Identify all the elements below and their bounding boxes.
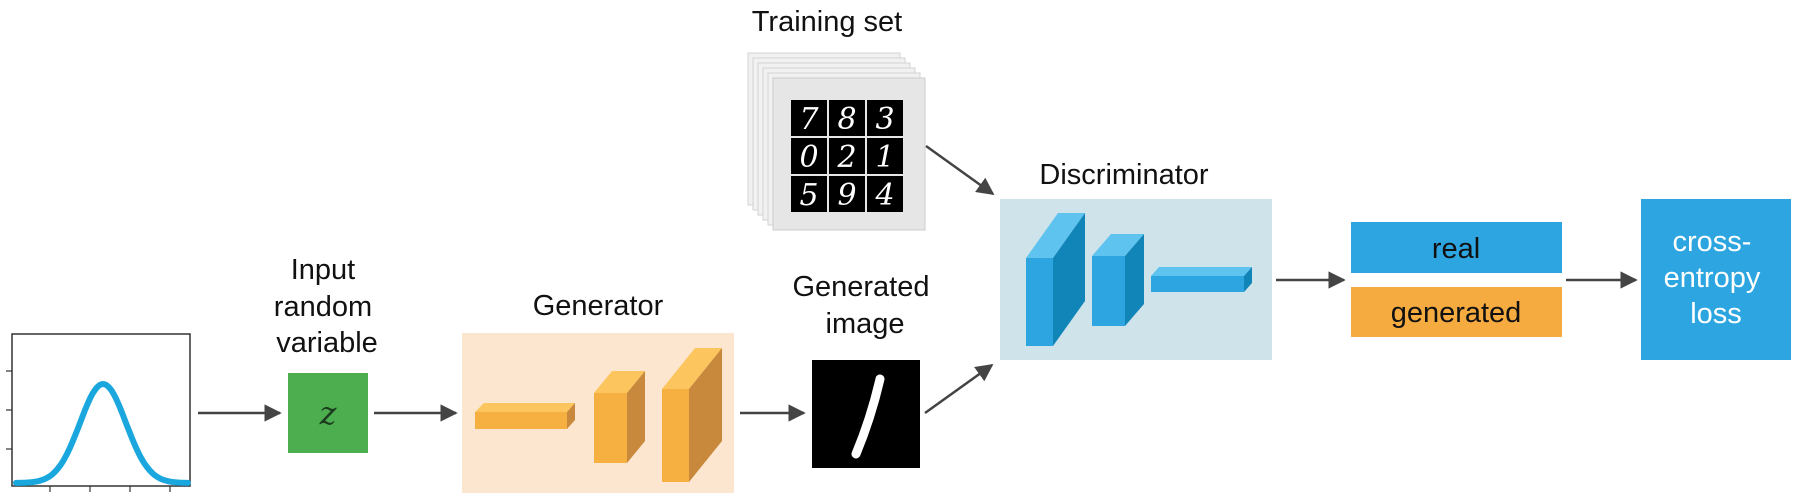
digit-glyph: 2	[836, 140, 856, 175]
plot-ticks	[6, 370, 171, 492]
generator-block-3	[662, 348, 722, 482]
digit-cell	[829, 176, 865, 212]
digit-cell	[791, 138, 827, 174]
arrow-training-to-discriminator	[925, 144, 995, 196]
latent-z-box	[288, 373, 368, 453]
discriminator-label: Discriminator	[1039, 159, 1209, 191]
plot-frame	[11, 333, 191, 487]
generated-image-label: Generated image	[792, 271, 937, 340]
digit-glyph: 3	[875, 102, 894, 137]
output-generated-label: generated	[1391, 297, 1522, 329]
input-random-variable-label: Input random variable	[274, 254, 380, 359]
discriminator-block-1	[1026, 213, 1085, 346]
digit-glyph: 1	[875, 140, 894, 175]
output-real-label: real	[1432, 233, 1480, 265]
digit-cell	[791, 176, 827, 212]
cross-entropy-loss-box	[1641, 199, 1791, 360]
digit-glyph: 5	[799, 178, 818, 213]
output-real-box	[1351, 222, 1562, 273]
latent-z-symbol: z	[319, 394, 338, 432]
digit-glyph: 8	[837, 102, 856, 137]
generator-block-1	[475, 403, 575, 429]
generator-block-2	[594, 371, 645, 463]
output-generated-box	[1351, 287, 1562, 337]
digit-cell	[867, 138, 903, 174]
digit-cell	[791, 100, 827, 136]
training-set-label: Training set	[752, 6, 902, 38]
digit-glyph: 9	[837, 178, 856, 213]
discriminator-block-2	[1092, 234, 1144, 326]
noise-distribution-plot	[6, 333, 191, 492]
digit-glyph: 4	[874, 178, 894, 213]
digit-cell	[867, 176, 903, 212]
digit-cell	[829, 100, 865, 136]
digit-cell	[867, 100, 903, 136]
cross-entropy-loss-label: cross- entropy loss	[1664, 226, 1769, 330]
digit-glyph: 7	[799, 102, 819, 137]
gaussian-curve	[13, 381, 191, 486]
arrow-image-to-discriminator	[924, 363, 994, 415]
generated-image	[812, 360, 920, 468]
digit-glyph: 0	[799, 140, 818, 175]
digit-cell	[829, 138, 865, 174]
discriminator-block-3	[1151, 267, 1252, 292]
generator-label: Generator	[533, 290, 664, 322]
